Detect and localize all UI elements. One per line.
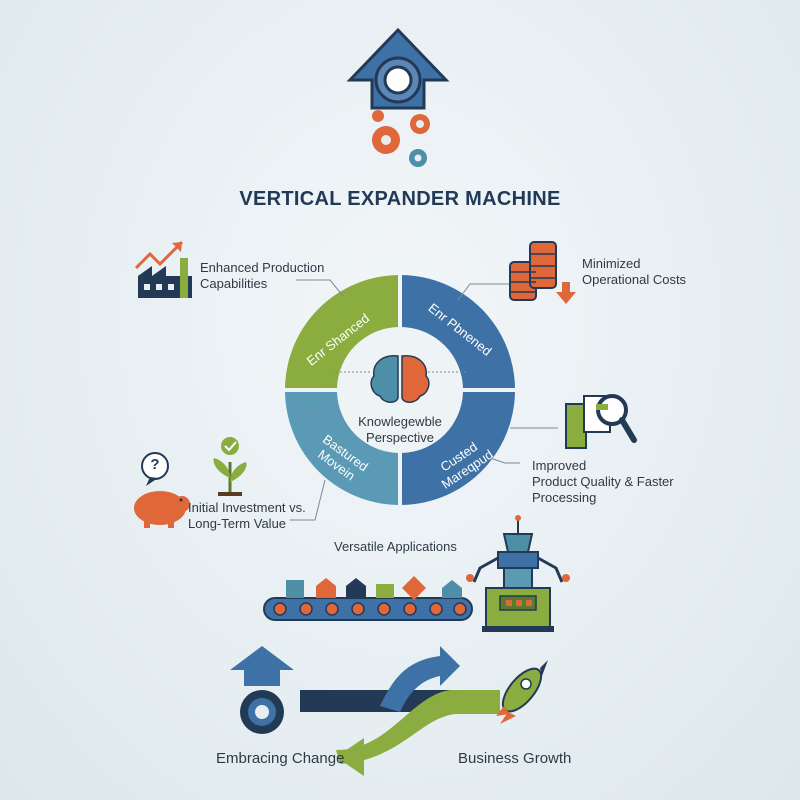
segment-top-right bbox=[402, 275, 515, 388]
transition-arrows-icon bbox=[300, 646, 500, 776]
callout-improved-line-1: Improved bbox=[532, 458, 587, 473]
business-growth-label: Business Growth bbox=[458, 750, 572, 767]
rocket-icon bbox=[496, 660, 548, 724]
ring-diagram bbox=[285, 275, 515, 505]
quality-magnifier-icon bbox=[565, 394, 637, 449]
plant-icon bbox=[213, 437, 247, 496]
segment-bottom-left bbox=[285, 392, 398, 505]
center-line-1: Knowlegewble bbox=[358, 414, 442, 429]
callout-improved: Improved Product Quality & Faster Proces… bbox=[532, 458, 674, 506]
page-title: VERTICAL EXPANDER MACHINE bbox=[239, 188, 561, 210]
versatile-applications-label: Versatile Applications bbox=[334, 539, 457, 554]
callout-minimized-line-2: Operational Costs bbox=[582, 272, 687, 287]
gears-icon bbox=[372, 110, 430, 167]
question-bubble-icon bbox=[141, 452, 169, 486]
callout-minimized: Minimized Operational Costs bbox=[582, 256, 686, 288]
question-mark: ? bbox=[150, 456, 160, 473]
callout-improved-line-3: Processing bbox=[532, 490, 597, 505]
center-text: Knowlegewble Perspective bbox=[340, 414, 460, 446]
callout-investment-line-2: Long-Term Value bbox=[188, 516, 287, 531]
connector-lines bbox=[290, 279, 558, 521]
callout-enhanced: Enhanced Production Capabilities bbox=[200, 260, 324, 292]
segment-top-left bbox=[285, 275, 398, 388]
segment-bottom-right bbox=[402, 392, 515, 505]
factory-icon bbox=[134, 240, 192, 298]
callout-minimized-line-1: Minimized bbox=[582, 256, 641, 271]
conveyor-belt-icon bbox=[263, 576, 473, 621]
coins-icon bbox=[509, 241, 576, 304]
bottom-gear-arrow-icon bbox=[230, 646, 294, 734]
callout-enhanced-line-1: Enhanced Production bbox=[200, 260, 325, 275]
callout-investment-line-1: Initial Investment vs. bbox=[188, 500, 306, 515]
up-arrow-gear-icon bbox=[346, 27, 450, 110]
piggy-bank-icon bbox=[134, 491, 190, 528]
expander-machine-icon bbox=[466, 515, 570, 632]
callout-enhanced-line-2: Capabilities bbox=[200, 276, 268, 291]
brain-icon bbox=[370, 355, 430, 403]
callout-investment: Initial Investment vs. Long-Term Value bbox=[188, 500, 306, 532]
embracing-change-label: Embracing Change bbox=[216, 750, 345, 767]
callout-improved-line-2: Product Quality & Faster bbox=[532, 474, 674, 489]
center-line-2: Perspective bbox=[366, 430, 434, 445]
